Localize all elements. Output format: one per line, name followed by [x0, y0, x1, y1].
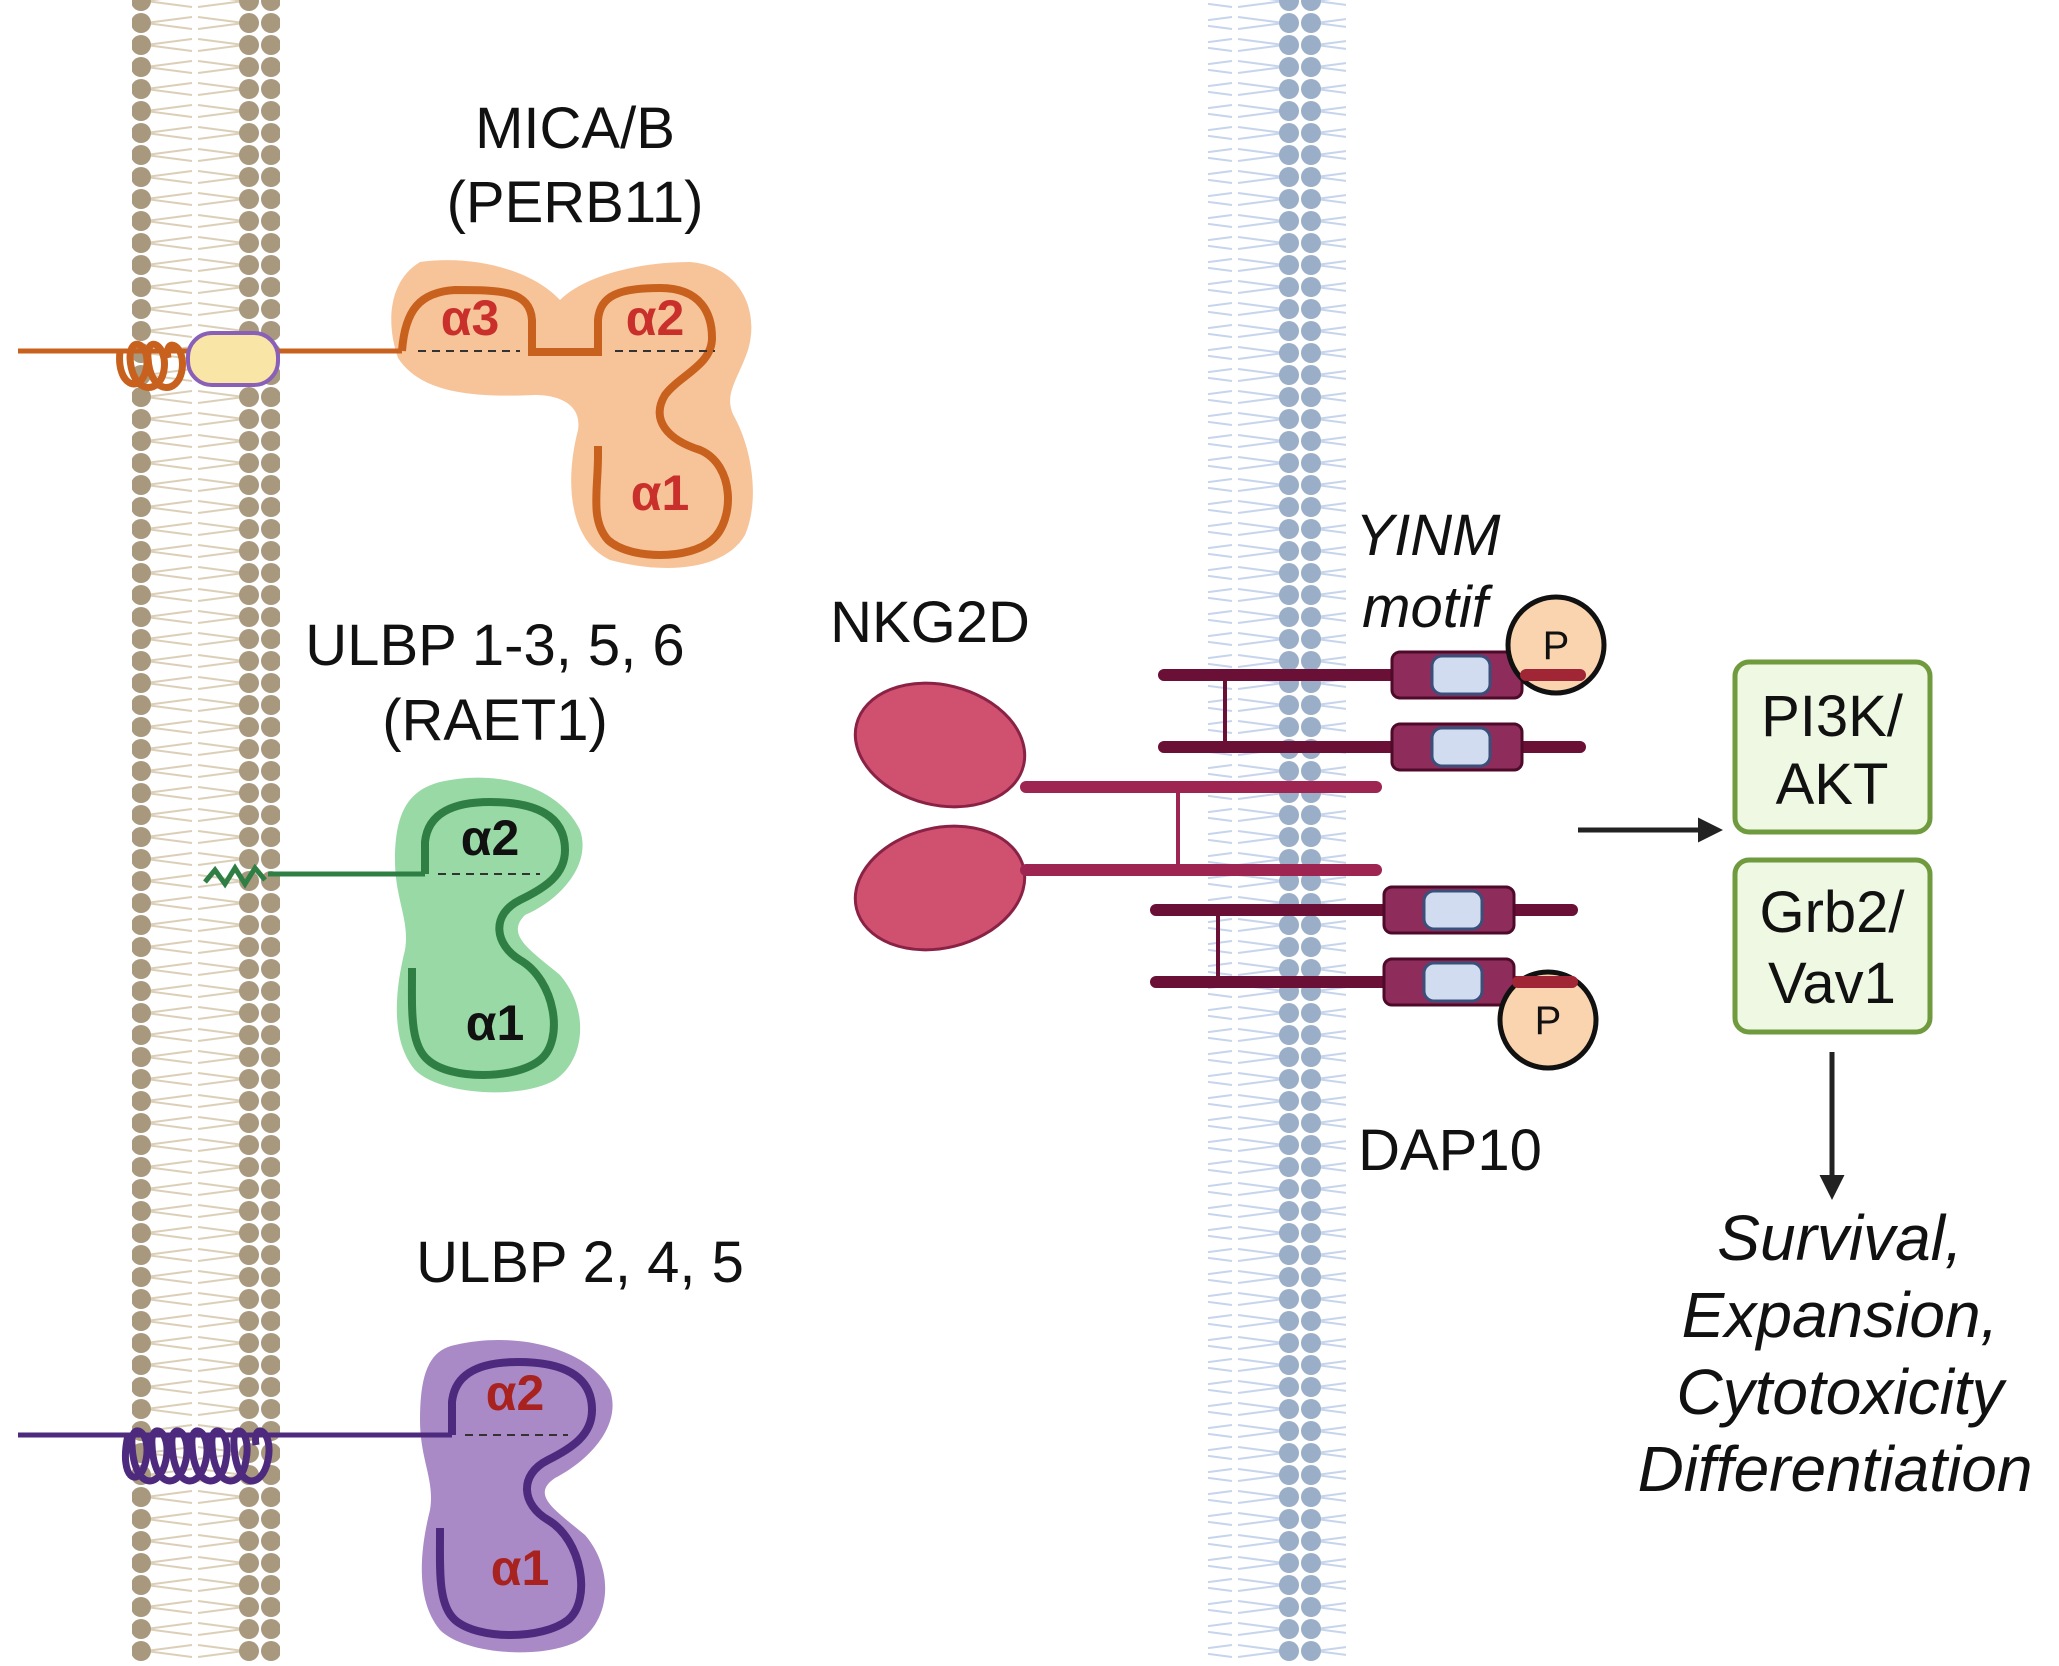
dap10-label: DAP10 [1358, 1118, 1542, 1183]
grb2-label: Grb2/ [1759, 880, 1905, 945]
mica-domain-blob [391, 260, 753, 568]
yinm-motif-label-line2: motif [1362, 575, 1494, 640]
ulbp-245-ligand: α2 α1 ULBP 2, 4, 5 [18, 1230, 744, 1653]
mica-alias-label: (PERB11) [447, 170, 704, 235]
ulbp-raet1-ligand: α2 α1 ULBP 1-3, 5, 6 (RAET1) [203, 613, 685, 1093]
left-cell-membrane [132, 0, 280, 1661]
transmembrane-anchor [186, 331, 280, 387]
right-cell-membrane [1208, 0, 1346, 1661]
ulbp-raet1-domain-a2: α2 [461, 810, 520, 866]
outcome-differentiation: Differentiation [1638, 1433, 2033, 1505]
vav1-label: Vav1 [1768, 951, 1896, 1016]
phosphorylated-tyrosine [1512, 976, 1578, 988]
yinm-motif-label-line1: YINM [1356, 503, 1502, 568]
yinm-motif-core [1430, 726, 1492, 768]
outcome-survival: Survival, [1717, 1202, 1962, 1274]
ulbp-245-name-label: ULBP 2, 4, 5 [416, 1230, 744, 1295]
outcome-cytotoxicity: Cytotoxicity [1676, 1356, 2007, 1428]
ulbp-raet1-strand [407, 797, 570, 1079]
signaling-pathway: PI3K/ AKT Grb2/ Vav1 Survival, Expansion… [1578, 659, 2033, 1505]
ulbp-raet1-domain-blob [395, 777, 583, 1093]
ulbp-raet1-alias-label: (RAET1) [382, 688, 608, 753]
nkg2d-chain-lower [1020, 864, 1382, 876]
yinm-motif-core [1422, 961, 1484, 1003]
phosphate-label-lower: P [1535, 999, 1562, 1043]
gpi-anchor-zigzag [203, 863, 267, 889]
ulbp-245-strand [435, 1357, 597, 1639]
nkg2d-label: NKG2D [830, 590, 1030, 655]
mica-domain-a3: α3 [441, 290, 500, 346]
ulbp-245-domain-blob [420, 1340, 613, 1653]
nkg2d-dap10-complex: P P NKG2D YINM motif DAP10 [830, 503, 1607, 1183]
yinm-motif-core [1430, 654, 1492, 696]
mica-helix [116, 340, 186, 391]
yinm-motif-core [1422, 889, 1484, 931]
mica-domain-a2: α2 [626, 290, 685, 346]
outcome-expansion: Expansion, [1682, 1279, 1999, 1351]
nkg2d-chain-upper [1020, 781, 1382, 793]
akt-label: AKT [1776, 752, 1889, 817]
mica-name-label: MICA/B [475, 96, 675, 161]
pi3k-akt-box [1732, 659, 1933, 835]
mica-ligand: α3 α2 α1 MICA/B (PERB11) [18, 96, 753, 568]
ulbp-245-helix [121, 1427, 273, 1485]
phosphate-label-upper: P [1543, 624, 1570, 668]
mica-a3-strand [398, 283, 732, 559]
nkg2d-head-upper [853, 681, 1027, 809]
ulbp-245-domain-a2: α2 [486, 1365, 545, 1421]
mica-domain-a1: α1 [631, 465, 690, 521]
pi3k-label: PI3K/ [1761, 684, 1904, 749]
ulbp-245-domain-a1: α1 [491, 1540, 550, 1596]
ulbp-raet1-domain-a1: α1 [466, 995, 525, 1051]
grb2-vav1-box [1732, 857, 1933, 1035]
nkg2d-head-lower [853, 824, 1027, 952]
phosphorylated-tyrosine [1520, 669, 1586, 681]
phosphate-group-lower [1497, 969, 1599, 1071]
ulbp-raet1-name-label: ULBP 1-3, 5, 6 [305, 613, 684, 678]
